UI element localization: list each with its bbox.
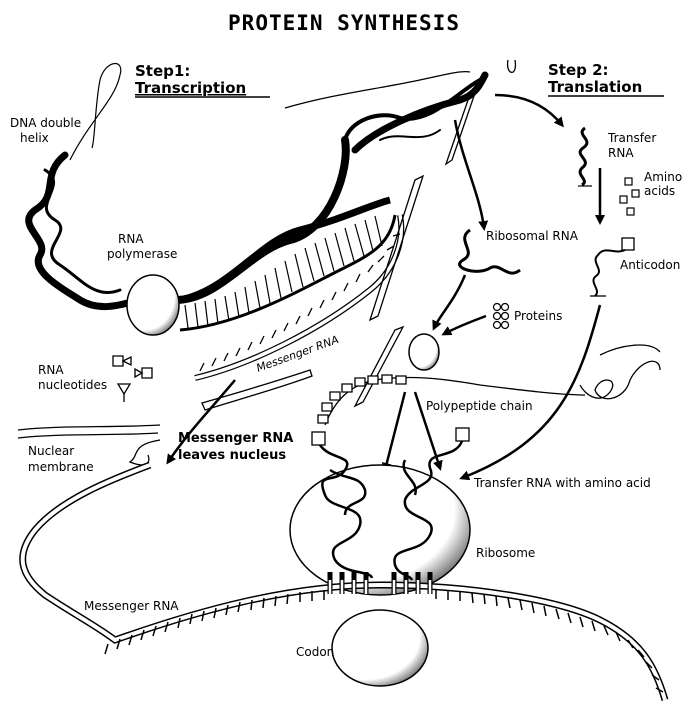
dna-loop	[70, 64, 121, 160]
label-transfer-rna-with-amino-acid: Transfer RNA with amino acid	[473, 476, 651, 490]
svg-text:RNA: RNA	[38, 363, 64, 377]
svg-text:RNA: RNA	[608, 146, 634, 160]
process-arrows	[168, 95, 600, 478]
label-amino-acids: Amino acids	[644, 170, 682, 198]
label-ribosomal-rna: Ribosomal RNA	[486, 229, 579, 243]
label-transfer-rna: Transfer RNA	[607, 131, 656, 160]
amino-acid-icons	[620, 178, 639, 215]
label-anticodon: Anticodon	[620, 258, 680, 272]
svg-text:Step1:: Step1:	[135, 62, 190, 80]
svg-text:leaves nucleus: leaves nucleus	[178, 448, 286, 463]
svg-text:Messenger RNA: Messenger RNA	[178, 431, 293, 446]
svg-text:Amino: Amino	[644, 170, 682, 184]
svg-text:Nuclear: Nuclear	[28, 444, 74, 458]
label-polypeptide-chain: Polypeptide chain	[426, 399, 533, 413]
diagram-title: PROTEIN SYNTHESIS	[228, 11, 460, 35]
label-dna-double-helix: DNA double helix	[10, 116, 81, 145]
rna-polymerase	[127, 275, 179, 335]
ribosome-subunit	[409, 334, 439, 370]
dna-double-helix	[29, 75, 485, 307]
svg-text:Translation: Translation	[548, 78, 642, 96]
label-rna-polymerase: RNA polymerase	[107, 232, 177, 261]
svg-text:acids: acids	[644, 184, 675, 198]
svg-text:Step 2:: Step 2:	[548, 61, 609, 79]
protein-circles	[494, 304, 509, 329]
svg-text:polymerase: polymerase	[107, 247, 177, 261]
label-proteins: Proteins	[514, 309, 562, 323]
svg-text:Transfer: Transfer	[607, 131, 656, 145]
rna-nucleotide-icons	[113, 356, 152, 402]
svg-text:membrane: membrane	[28, 460, 94, 474]
svg-text:nucleotides: nucleotides	[38, 378, 107, 392]
step1-heading: Step1: Transcription	[135, 62, 270, 97]
label-messenger-rna-leaves-nucleus: Messenger RNA leaves nucleus	[178, 431, 293, 463]
svg-text:DNA double: DNA double	[10, 116, 81, 130]
label-codon: Codon	[296, 645, 334, 659]
label-ribosome: Ribosome	[476, 546, 535, 560]
step2-heading: Step 2: Translation	[548, 61, 664, 96]
nuclear-membrane-edge	[130, 440, 160, 465]
label-rna-nucleotides: RNA nucleotides	[38, 363, 107, 392]
transfer-rna-icon	[578, 128, 592, 186]
dna-unzipped-region	[180, 200, 395, 330]
svg-text:RNA: RNA	[118, 232, 144, 246]
svg-text:Transcription: Transcription	[135, 79, 246, 97]
label-nuclear-membrane: Nuclear membrane	[28, 444, 94, 474]
label-messenger-rna: Messenger RNA	[84, 599, 179, 613]
svg-text:helix: helix	[20, 131, 49, 145]
